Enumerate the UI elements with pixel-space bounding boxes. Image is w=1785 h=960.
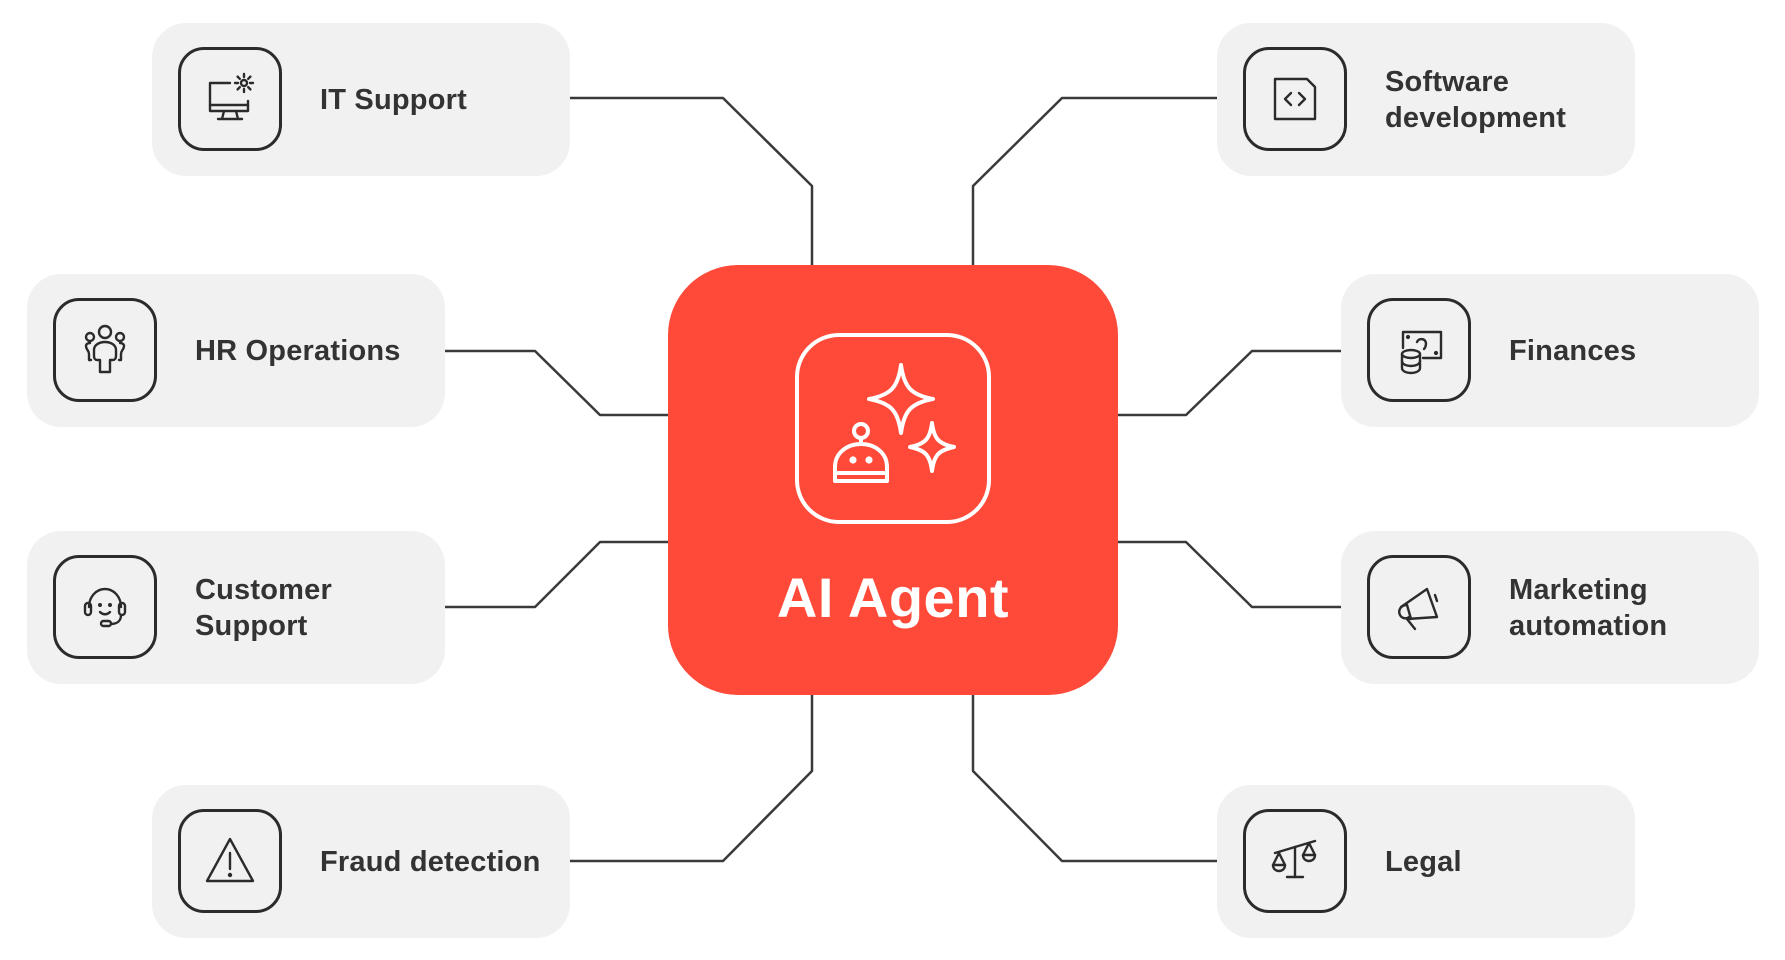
connector-legal xyxy=(971,695,1217,863)
connector-it-support xyxy=(569,96,814,265)
connector-fraud-detection xyxy=(569,695,814,863)
headset-agent-icon xyxy=(53,555,157,659)
card-software-development[interactable]: Software development xyxy=(1217,23,1635,176)
card-label: Legal xyxy=(1385,845,1462,878)
connector-hr-operations xyxy=(445,349,668,417)
robot-sparkles-icon xyxy=(795,333,991,524)
ai-agent-hub[interactable]: AI Agent xyxy=(668,265,1118,695)
card-label: Fraud detection xyxy=(320,845,541,878)
card-label: Finances xyxy=(1509,334,1637,367)
hub-title: AI Agent xyxy=(776,566,1010,629)
card-hr-operations[interactable]: HR Operations xyxy=(27,274,445,427)
connector-customer-support xyxy=(445,540,668,609)
monitor-gear-icon xyxy=(178,47,282,151)
card-customer-support[interactable]: Customer Support xyxy=(27,531,445,684)
card-it-support[interactable]: IT Support xyxy=(152,23,570,176)
connector-finances xyxy=(1118,349,1341,417)
megaphone-icon xyxy=(1367,555,1471,659)
people-group-icon xyxy=(53,298,157,402)
card-label: Customer Support xyxy=(195,573,332,642)
card-finances[interactable]: Finances xyxy=(1341,274,1759,427)
card-label: Marketing automation xyxy=(1509,573,1668,642)
card-fraud-detection[interactable]: Fraud detection xyxy=(152,785,570,938)
card-label: HR Operations xyxy=(195,334,401,367)
card-label: IT Support xyxy=(320,83,467,116)
scales-icon xyxy=(1243,809,1347,913)
connector-marketing-automation xyxy=(1118,540,1341,609)
card-label: Software development xyxy=(1385,65,1567,134)
card-marketing-automation[interactable]: Marketing automation xyxy=(1341,531,1759,684)
connector-software-development xyxy=(971,96,1217,265)
code-file-icon xyxy=(1243,47,1347,151)
card-legal[interactable]: Legal xyxy=(1217,785,1635,938)
money-coins-icon xyxy=(1367,298,1471,402)
warning-triangle-icon xyxy=(178,809,282,913)
